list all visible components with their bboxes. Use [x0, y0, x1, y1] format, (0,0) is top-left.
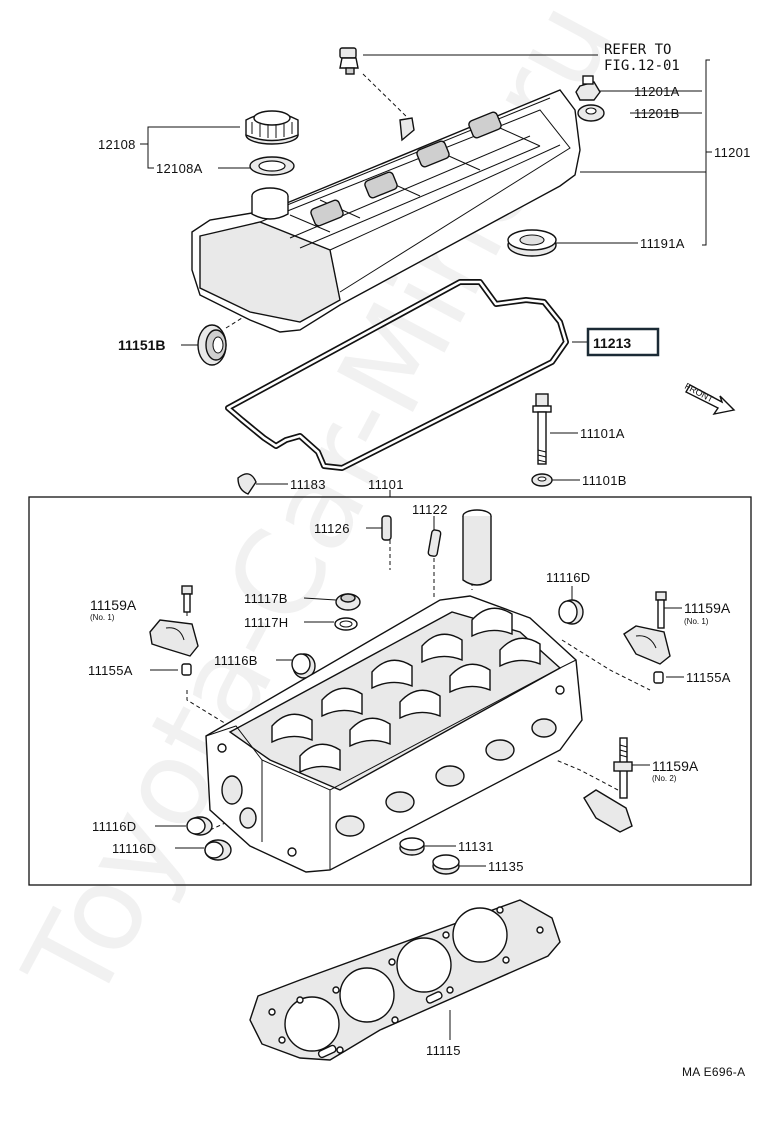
oil-seal-icon [197, 324, 227, 366]
bearing-cap-right-icon [623, 625, 671, 665]
straight-pin-icon [381, 515, 392, 541]
highlight-box-11213 [586, 327, 660, 357]
leader-lines [140, 54, 712, 1040]
cover-washer-icon [577, 104, 605, 122]
front-arrow-icon [685, 384, 736, 416]
expansion-plug-11116d-b-icon [204, 839, 232, 861]
label-11151B: 11151B [118, 337, 166, 353]
label-11135: 11135 [488, 859, 524, 874]
labels: REFER TO FIG.12-01 12108 12108A 11201A 1… [88, 42, 751, 1079]
cylinder-head-cover-icon [191, 89, 581, 333]
plug-tube-gasket-icon [507, 229, 557, 257]
label-11126: 11126 [314, 521, 350, 536]
label-12108A: 12108A [156, 161, 203, 176]
expansion-plug-top-icon [558, 599, 584, 625]
expansion-plug-11116d-a-icon [186, 816, 213, 836]
label-11116D-a: 11116D [92, 819, 136, 834]
oil-filler-cap-icon [245, 110, 299, 145]
bolt-washer-icon [531, 473, 553, 487]
label-11101A: 11101A [580, 426, 625, 441]
bearing-cap-left-icon [149, 619, 199, 657]
o-ring-11117h-icon [334, 617, 358, 631]
label-11159A-left: 11159A [90, 597, 137, 613]
dowel-pin-right-icon [653, 671, 664, 684]
label-11159A-no2-no: (No. 2) [652, 774, 677, 783]
label-12108: 12108 [98, 137, 136, 152]
label-11201B: 11201B [634, 106, 680, 121]
cylinder-head-gasket-icon [249, 899, 561, 1061]
semi-circular-plug-icon [237, 473, 257, 495]
head-stud-bolt-icon [532, 393, 552, 465]
label-11117H: 11117H [244, 615, 288, 630]
label-11117B: 11117B [244, 591, 288, 606]
bearing-cap-no2-icon [583, 789, 633, 833]
filler-cap-gasket-icon [249, 156, 295, 176]
figure-code: MA E696-A [682, 1065, 745, 1079]
label-11115: 11115 [426, 1043, 461, 1058]
head-cover-gasket-icon [225, 279, 569, 471]
label-11155A-right: 11155A [686, 670, 731, 685]
label-11191A: 11191A [640, 236, 685, 251]
label-11101: 11101 [368, 477, 404, 492]
label-11159A-no2: 11159A [652, 758, 699, 774]
label-11116B: 11116B [214, 653, 258, 668]
bearing-cap-bolt-left-icon [181, 585, 193, 613]
oil-pressure-switch-icon [339, 47, 359, 75]
ring-pin-icon [427, 529, 442, 557]
expansion-plug-11116b-icon [291, 653, 316, 679]
cover-nut-icon [575, 75, 601, 101]
plug-11117b-icon [335, 593, 361, 611]
label-11201: 11201 [714, 145, 751, 160]
bearing-cap-bolt-right-icon [655, 591, 667, 629]
refer-line-2: FIG.12-01 [604, 58, 680, 74]
label-11159A-left-no: (No. 1) [90, 613, 115, 622]
gasket-11131-icon [399, 837, 425, 856]
label-11201A: 11201A [634, 84, 680, 99]
dowel-pin-left-icon [181, 663, 192, 676]
label-11159A-right-no: (No. 1) [684, 617, 709, 626]
plug-tube-icon [462, 509, 492, 586]
label-11131: 11131 [458, 839, 494, 854]
label-11116D-top: 11116D [546, 570, 590, 585]
refer-line-1: REFER TO [604, 42, 671, 58]
label-11183: 11183 [290, 477, 326, 492]
label-11155A-left: 11155A [88, 663, 133, 678]
label-11101B: 11101B [582, 473, 627, 488]
gasket-11135-icon [432, 854, 460, 875]
cylinder-head-icon [205, 595, 583, 873]
bearing-cap-bolt-no2-icon [613, 737, 633, 799]
label-11122: 11122 [412, 502, 448, 517]
label-11116D-b: 11116D [112, 841, 156, 856]
label-11213: 11213 [593, 335, 631, 351]
label-11159A-right: 11159A [684, 600, 731, 616]
